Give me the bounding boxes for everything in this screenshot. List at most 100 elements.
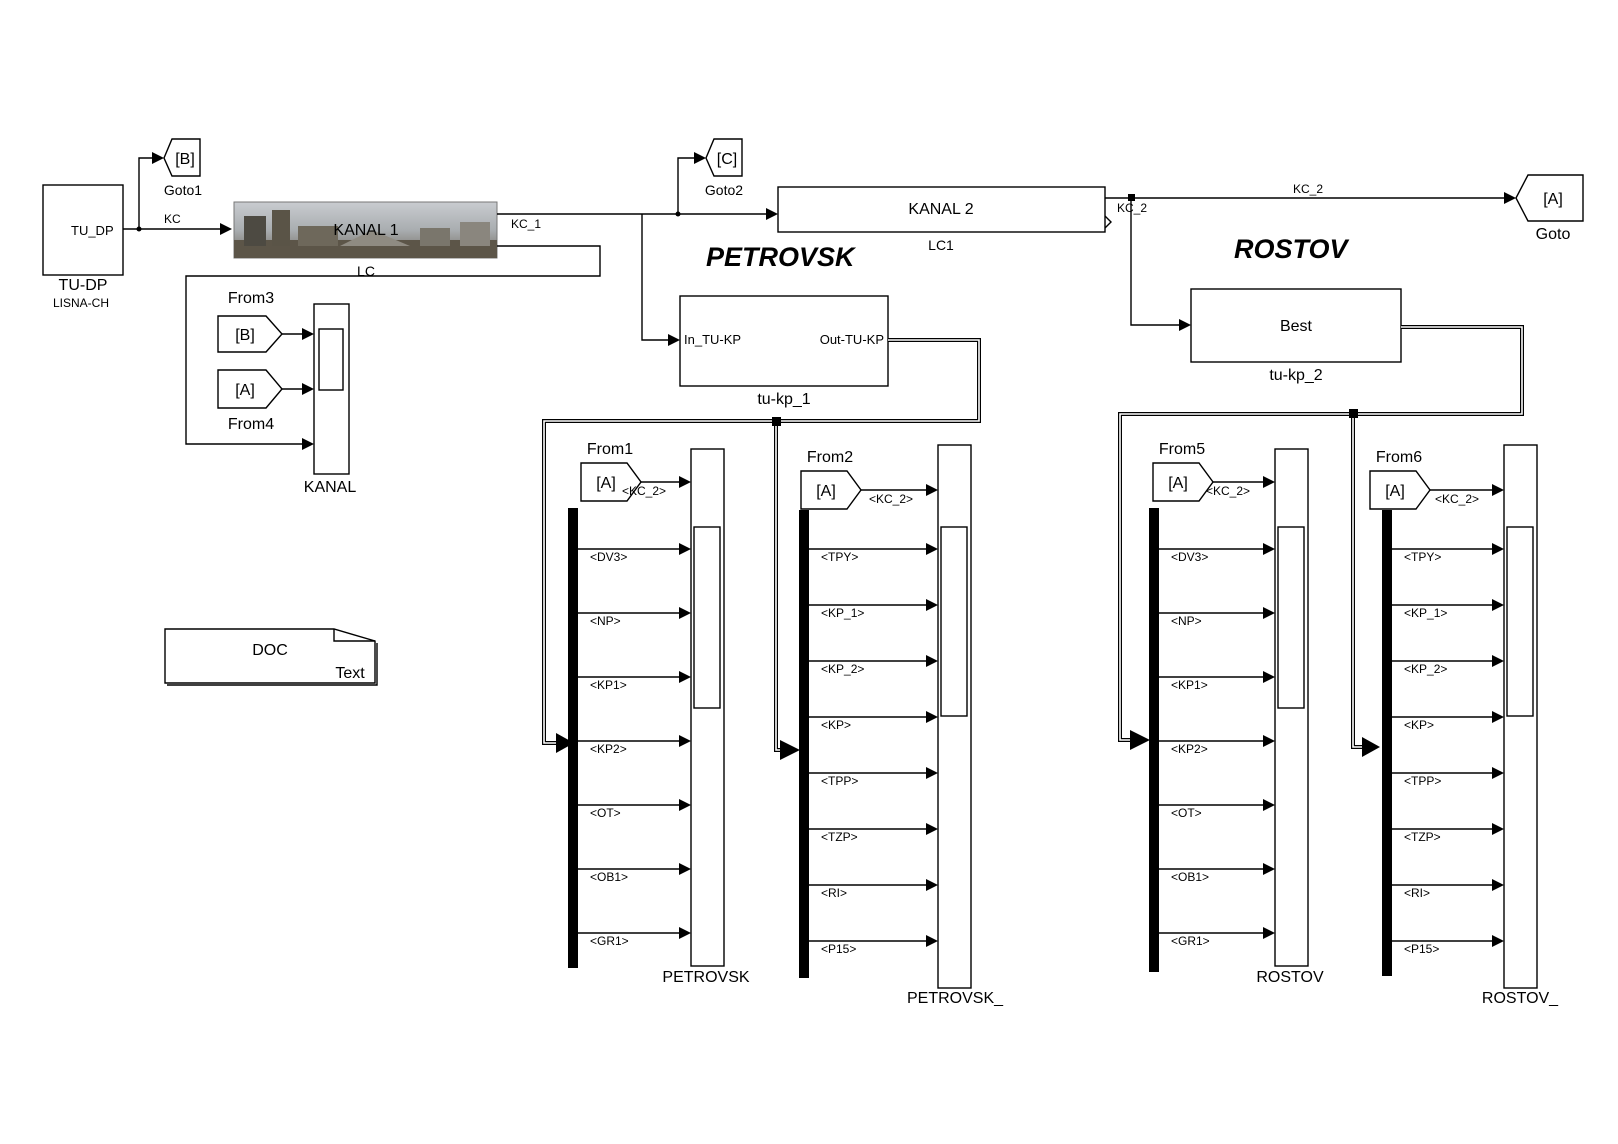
goto1-tag: [B] [175, 151, 195, 168]
goto2-name: Goto2 [705, 182, 743, 198]
from3-block[interactable]: [B] [217, 315, 283, 353]
tu-kp-1-name: tu-kp_1 [757, 391, 810, 408]
arrowhead [1263, 799, 1275, 811]
doc-sub: Text [335, 665, 365, 682]
selector-signal-label: <OB1> [1171, 870, 1209, 884]
selector-signal-label: <P15> [1404, 942, 1439, 956]
scope_petrovsk2-block[interactable] [937, 444, 972, 989]
bus-selector-bar[interactable] [1382, 510, 1392, 976]
arrowhead [302, 383, 314, 395]
from6-block[interactable]: [A] [1369, 470, 1431, 510]
scope_petrovsk-name: PETROVSK [662, 969, 749, 986]
from6-tag: [A] [1385, 483, 1405, 500]
arrowhead [926, 484, 938, 496]
arrowhead [152, 152, 164, 164]
selector-signal-label: <DV3> [1171, 550, 1208, 564]
from4-name: From4 [228, 416, 274, 433]
arrowhead [1492, 935, 1504, 947]
section-title-rostov: ROSTOV [1234, 234, 1350, 264]
arrowhead [1263, 543, 1275, 555]
arrowhead [668, 334, 680, 346]
doc-text-block[interactable]: DOC Text [164, 628, 378, 686]
arrowhead [679, 607, 691, 619]
selector-signal-label: <TPY> [821, 550, 858, 564]
signal-line-lc-feedback [185, 245, 601, 445]
arrowhead [926, 879, 938, 891]
scope_petrovsk-block[interactable] [690, 448, 725, 967]
scope_rostov-block[interactable] [1274, 448, 1309, 967]
signal-line-goto2 [677, 157, 694, 214]
selector-signal-label: <TZP> [821, 830, 858, 844]
from5-block[interactable]: [A] [1152, 462, 1214, 502]
arrowhead [1492, 655, 1504, 667]
arrowhead [1492, 599, 1504, 611]
selector-signal-label: <NP> [590, 614, 621, 628]
selector-signal-label: <KP> [821, 718, 851, 732]
from2-name: From2 [807, 449, 853, 466]
signal-label-kc2: <KC_2> [1435, 492, 1479, 506]
signal-label-kc2: <KC_2> [869, 492, 913, 506]
arrowhead [926, 823, 938, 835]
signal-label-kc2: <KC_2> [1206, 484, 1250, 498]
section-title-petrovsk: PETROVSK [706, 242, 857, 272]
from1-block[interactable]: [A] [580, 462, 642, 502]
arrowhead [926, 599, 938, 611]
from4-block[interactable]: [A] [217, 369, 283, 409]
goto1-name: Goto1 [164, 182, 202, 198]
arrowhead [926, 767, 938, 779]
goto-block[interactable]: [A] [1515, 174, 1584, 222]
selector-signal-label: <GR1> [590, 934, 629, 948]
arrowhead [302, 438, 314, 450]
scope_petrovsk2-name: PETROVSK_ [907, 990, 1004, 1007]
selector-signal-label: <OB1> [590, 870, 628, 884]
selector-signal-label: <KP2> [1171, 742, 1208, 756]
goto-tag: [A] [1543, 191, 1563, 208]
bus-selector-bar[interactable] [568, 508, 578, 968]
signal-line-best-in [1130, 198, 1179, 326]
from4-tag: [A] [235, 382, 255, 399]
selector-signal-label: <KP1> [590, 678, 627, 692]
arrowhead [694, 152, 706, 164]
kanal1-block[interactable]: KANAL 1 [233, 201, 498, 259]
from2-block[interactable]: [A] [800, 470, 862, 510]
goto1-block[interactable]: [B] [163, 138, 201, 177]
bus-selector-bar[interactable] [1149, 508, 1159, 972]
kanal-scope-name: KANAL [304, 479, 357, 496]
arrowhead [556, 733, 574, 753]
scope_rostov-name: ROSTOV [1256, 969, 1324, 986]
arrowhead [1263, 607, 1275, 619]
scope_rostov2-block[interactable] [1503, 444, 1538, 989]
bus-selector-bar[interactable] [799, 510, 809, 978]
goto2-block[interactable]: [C] [705, 138, 743, 177]
signal-line-tukp1-in [641, 214, 668, 341]
arrowhead [1492, 484, 1504, 496]
tu-kp-2-block[interactable]: Best [1190, 288, 1402, 363]
arrowhead [1263, 863, 1275, 875]
bus-branch-point [1349, 409, 1358, 418]
signal-label-kc2: KC_2 [1293, 182, 1323, 196]
kanal-scope-block[interactable] [313, 303, 350, 475]
selector-signal-label: <TPY> [1404, 550, 1441, 564]
tu-kp-1-block[interactable]: In_TU-KP Out-TU-KP [679, 295, 889, 387]
tu-dp-name: TU-DP [59, 277, 108, 294]
selector-signal-label: <TZP> [1404, 830, 1441, 844]
kanal2-block[interactable]: KANAL 2 [777, 186, 1106, 233]
from3-name: From3 [228, 290, 274, 307]
from2-tag: [A] [816, 483, 836, 500]
selector-group-rostov-2: From6[A]<KC_2><TPY><KP_1><KP_2><KP><TPP>… [1369, 444, 1559, 1007]
goto2-tag: [C] [717, 151, 737, 168]
tu-dp-block[interactable]: TU_DP [42, 184, 124, 276]
arrowhead [780, 740, 800, 760]
arrowhead [679, 799, 691, 811]
arrowhead [679, 735, 691, 747]
signal-label-kc1: KC_1 [511, 217, 541, 231]
signal-label-kc2-out: KC_2 [1117, 201, 1147, 215]
selector-signal-label: <TPP> [1404, 774, 1441, 788]
arrowhead [1263, 671, 1275, 683]
arrowhead [926, 543, 938, 555]
arrowhead [1492, 823, 1504, 835]
doc-label: DOC [252, 642, 288, 659]
arrowhead [679, 863, 691, 875]
arrowhead [926, 655, 938, 667]
tu-kp-2-name: tu-kp_2 [1269, 367, 1322, 384]
